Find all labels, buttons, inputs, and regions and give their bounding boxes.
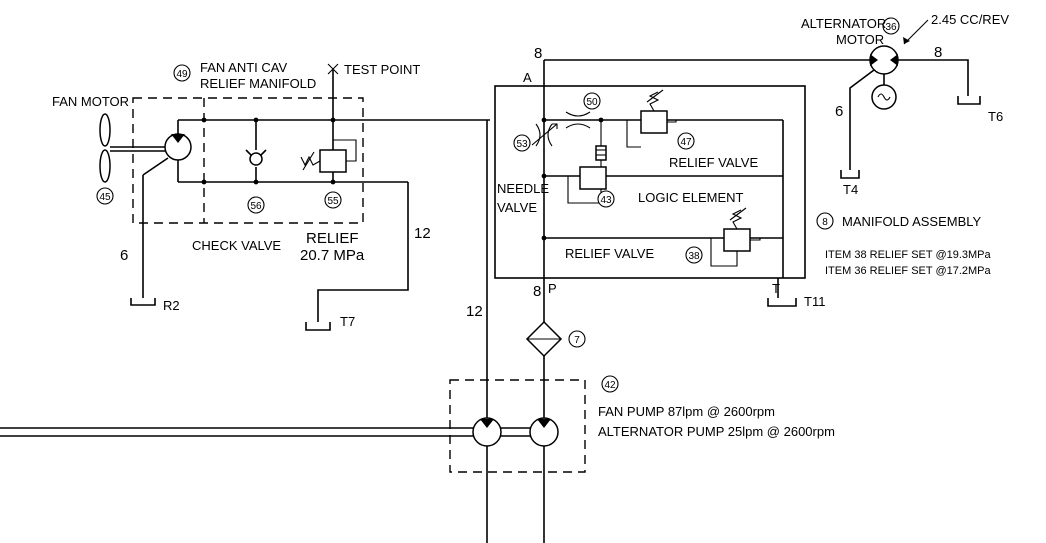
line-12-relief: 12 xyxy=(414,225,431,242)
fan-pump-label: FAN PUMP 87lpm @ 2600rpm xyxy=(598,404,775,419)
manifold-outline xyxy=(494,85,806,279)
item38-note: ITEM 38 RELIEF SET @19.3MPa xyxy=(825,249,992,261)
valve-label: VALVE xyxy=(497,200,537,215)
line-8-top: 8 xyxy=(534,45,542,62)
tank-t7: T7 xyxy=(340,314,355,329)
line-12-main: 12 xyxy=(466,303,483,320)
item-49: 49 xyxy=(176,69,188,80)
relief-valve-upper-label: RELIEF VALVE xyxy=(669,155,758,170)
tank-symbols xyxy=(130,96,981,331)
displacement-label: 2.45 CC/REV xyxy=(931,12,1009,27)
port-t-label: T xyxy=(772,281,780,296)
labels: FAN MOTOR FAN ANTI CAV RELIEF MANIFOLD T… xyxy=(52,12,1009,439)
filter-symbol xyxy=(525,320,563,543)
tank-t4: T4 xyxy=(843,182,858,197)
test-point-label: TEST POINT xyxy=(344,62,420,77)
logic-element-label: LOGIC ELEMENT xyxy=(638,190,744,205)
item-45: 45 xyxy=(99,192,111,203)
relief-label: RELIEF xyxy=(306,230,359,247)
relief-pressure-label: 20.7 MPa xyxy=(300,247,365,264)
fan-motor-symbol xyxy=(99,113,192,298)
alt-pump-label: ALTERNATOR PUMP 25lpm @ 2600rpm xyxy=(598,424,835,439)
alternator-label: ALTERNATOR xyxy=(801,16,886,31)
item-8: 8 xyxy=(822,217,828,228)
item-53: 53 xyxy=(516,139,528,150)
relief-manifold-label: RELIEF MANIFOLD xyxy=(200,76,316,91)
item-36: 36 xyxy=(885,22,897,33)
manifold-boundary-left xyxy=(132,97,364,224)
tank-r2: R2 xyxy=(163,298,180,313)
item-50: 50 xyxy=(586,97,598,108)
fan-anti-cav-manifold xyxy=(132,63,490,224)
line-12-to-t7 xyxy=(317,182,409,322)
relief-valve-38-symbol xyxy=(710,207,761,267)
relief-valve-55-symbol xyxy=(300,70,357,182)
logic-element-43-symbol xyxy=(567,120,607,204)
line-8-pump: 8 xyxy=(533,283,541,300)
alternator-motor-symbol xyxy=(849,19,969,170)
motor-label: MOTOR xyxy=(836,32,884,47)
tank-t6: T6 xyxy=(988,109,1003,124)
fan-motor-label: FAN MOTOR xyxy=(52,94,129,109)
item-42: 42 xyxy=(604,380,616,391)
relief-valve-47-symbol xyxy=(601,89,677,148)
needle-label: NEEDLE xyxy=(497,181,549,196)
line-6-fan: 6 xyxy=(120,247,128,264)
line-8-alt: 8 xyxy=(934,44,942,61)
port-a-label: A xyxy=(523,70,532,85)
port-p-label: P xyxy=(548,281,557,296)
item-56: 56 xyxy=(250,201,262,212)
item-bubbles: 49 45 56 55 50 53 47 43 38 8 36 7 42 xyxy=(96,17,900,393)
fan-anti-cav-label: FAN ANTI CAV xyxy=(200,60,287,75)
item-47: 47 xyxy=(680,137,692,148)
item-7: 7 xyxy=(574,335,580,346)
relief-valve-lower-label: RELIEF VALVE xyxy=(565,246,654,261)
manifold-assembly xyxy=(494,59,870,322)
check-valve-symbol xyxy=(245,120,267,182)
item36-note: ITEM 36 RELIEF SET @17.2MPa xyxy=(825,265,992,277)
item-38: 38 xyxy=(688,251,700,262)
check-valve-label: CHECK VALVE xyxy=(192,238,281,253)
tank-t11: T11 xyxy=(804,294,825,309)
pump-group xyxy=(0,379,586,473)
line-6-alt: 6 xyxy=(835,103,843,120)
item-43: 43 xyxy=(600,195,612,206)
manifold-assembly-label: MANIFOLD ASSEMBLY xyxy=(842,214,982,229)
item-55: 55 xyxy=(327,196,339,207)
